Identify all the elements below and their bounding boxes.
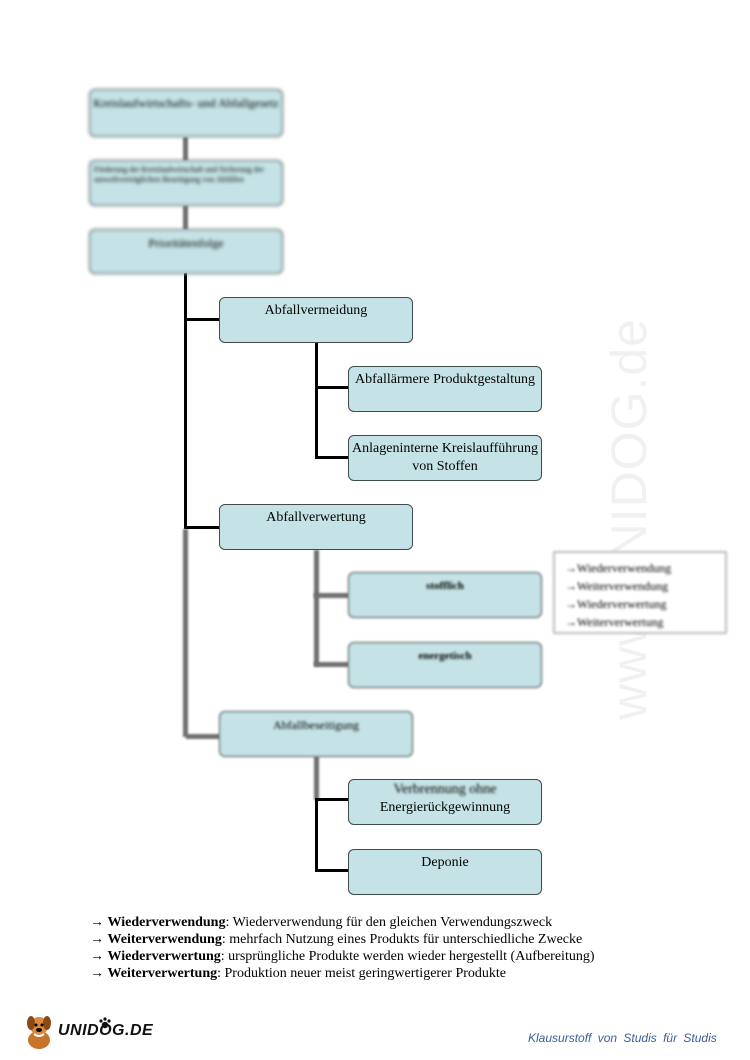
connector [315,386,349,389]
box-deponie: Deponie [348,849,542,895]
connector [314,593,349,598]
box-verbrennung: Verbrennung ohne Energierückgewinnung [348,779,542,825]
legend-item: → Weiterverwertung: Produktion neuer mei… [90,966,506,981]
box-verbrennung-line2: Energierückgewinnung [379,800,511,815]
aux-item: →Weiterverwendung [565,579,668,593]
dog-icon [27,1016,51,1049]
box-stofflich: stofflich [348,572,542,618]
footer-slogan: Klausurstoff von Studis für Studis [528,1031,717,1045]
connector [315,798,318,872]
main-trunk [184,273,187,529]
box-anlageninterne-kreislauffuehrung: Anlageninterne Kreislaufführung von Stof… [348,435,542,481]
box-kreislaufgesetz: Kreislaufwirtschafts- und Abfallgesetz [89,89,283,137]
verwertung-arten-box: →Wiederverwendung →Weiterverwendung →Wie… [553,551,727,634]
aux-item: →Weiterverwertung [565,615,664,629]
connector [186,734,220,739]
legend: → Wiederverwendung: Wiederverwendung für… [90,914,595,982]
arrow-icon: → [90,915,104,930]
logo-text: UNIDOG.DE [58,1022,154,1039]
connector [183,205,188,230]
connector [314,662,349,667]
legend-item: → Wiederverwertung: ursprüngliche Produk… [90,949,595,964]
box-prioritaetenfolge: Prioritätenfolge [89,229,283,274]
connector [314,756,319,800]
connector [315,869,349,872]
paw-icon [99,1017,111,1029]
arrow-icon: → [90,932,104,947]
box-abfallvermeidung: Abfallvermeidung [219,297,413,343]
box-verbrennung-line1: Verbrennung ohne [393,782,497,797]
box-abfallbeseitigung: Abfallbeseitigung [219,711,413,757]
connector [186,526,220,529]
arrow-icon: → [90,949,104,964]
connector [315,798,349,801]
main-trunk-lower [183,529,188,737]
connector [315,456,349,459]
watermark: www.UNIDOG.de [601,318,657,720]
box-energetisch: energetisch [348,642,542,688]
box-foerderung: Förderung der Kreislaufwirtschaft und Si… [89,160,283,206]
unidog-logo[interactable]: UNIDOG.DE [22,1014,162,1054]
aux-item: →Wiederverwertung [565,597,667,611]
connector [183,137,188,161]
arrow-icon: → [90,966,104,981]
connector [314,550,319,666]
legend-item: → Wiederverwendung: Wiederverwendung für… [90,915,553,930]
aux-item: →Wiederverwendung [565,561,672,575]
box-abfallverwertung: Abfallverwertung [219,504,413,550]
box-abfallaermere-produktgestaltung: Abfallärmere Produktgestaltung [348,366,542,412]
legend-item: → Weiterverwendung: mehrfach Nutzung ein… [90,932,583,947]
connector [315,342,318,459]
connector [186,318,220,321]
